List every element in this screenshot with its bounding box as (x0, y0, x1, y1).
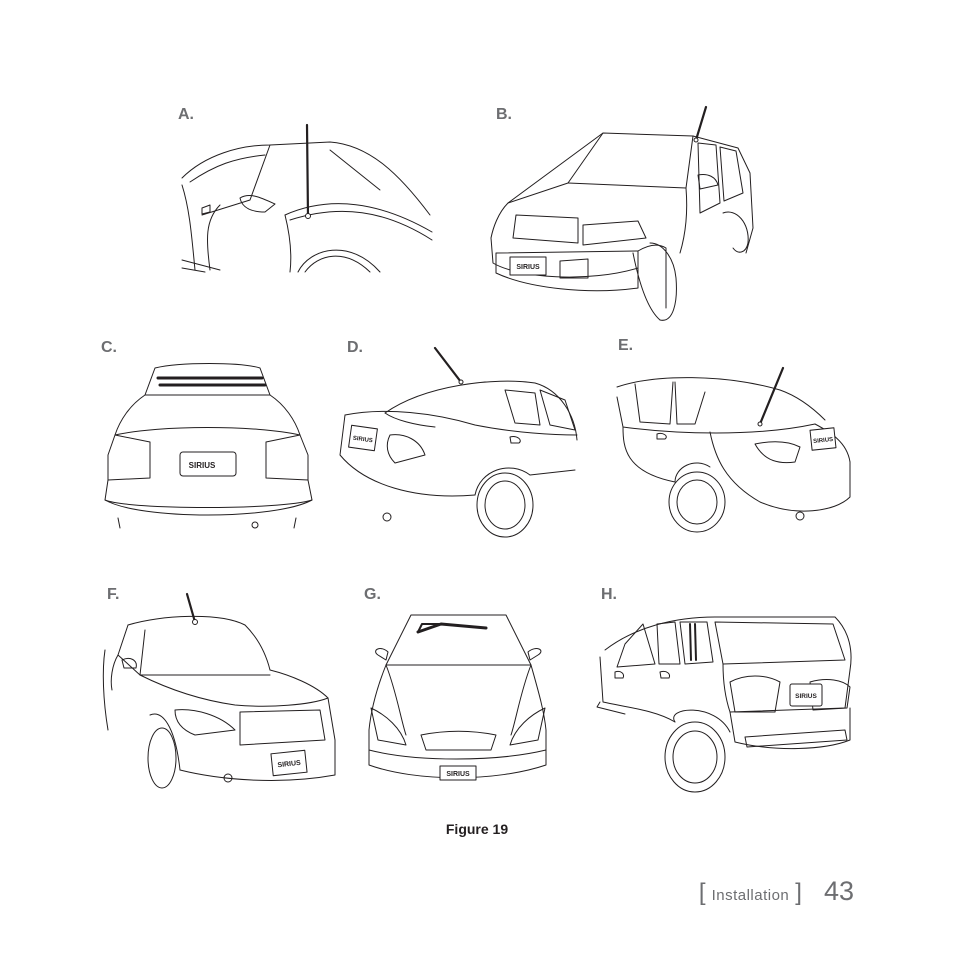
panel-label-b: B. (496, 106, 512, 123)
plate-brand-g: SIRIUS (446, 771, 470, 778)
panel-label-d: D. (347, 339, 363, 356)
panel-label-f: F. (107, 586, 120, 603)
footer-bracket-open: [ (698, 879, 706, 906)
illustration-g-windshield-antenna-sedan-front: SIRIUS (366, 610, 550, 792)
panel-label-e: E. (618, 337, 634, 354)
footer-section-title: Installation (711, 887, 790, 904)
illustration-a-roof-antenna-sedan-side (180, 120, 436, 275)
panel-label-g: G. (364, 586, 381, 603)
panel-label-c: C. (101, 339, 117, 356)
figure-caption: Figure 19 (445, 821, 509, 837)
footer-bracket-close: ] (795, 879, 802, 906)
illustration-d-trunk-antenna-sedan-rear: SIRIUS (335, 345, 579, 540)
panel-label-a: A. (178, 106, 194, 123)
page-footer: [ Installation ] 43 (699, 876, 854, 907)
plate-brand-f: SIRIUS (277, 760, 301, 769)
illustration-e-trunk-antenna-sedan-rear: SIRIUS (615, 362, 855, 534)
plate-brand-d: SIRIUS (352, 436, 373, 445)
panel-label-h: H. (601, 586, 617, 603)
illustration-b-roof-antenna-suv-front: SIRIUS (488, 103, 760, 325)
page-number: 43 (823, 876, 854, 906)
illustration-h-rear-window-antenna-suv: SIRIUS (595, 612, 855, 797)
illustration-c-rear-window-antenna-sedan: SIRIUS (100, 360, 316, 532)
plate-brand-e: SIRIUS (813, 437, 834, 445)
illustration-f-roof-antenna-sedan-front: SIRIUS (100, 590, 342, 796)
plate-brand-b: SIRIUS (516, 264, 540, 271)
plate-brand-h: SIRIUS (795, 693, 817, 700)
plate-brand-c: SIRIUS (189, 461, 216, 470)
